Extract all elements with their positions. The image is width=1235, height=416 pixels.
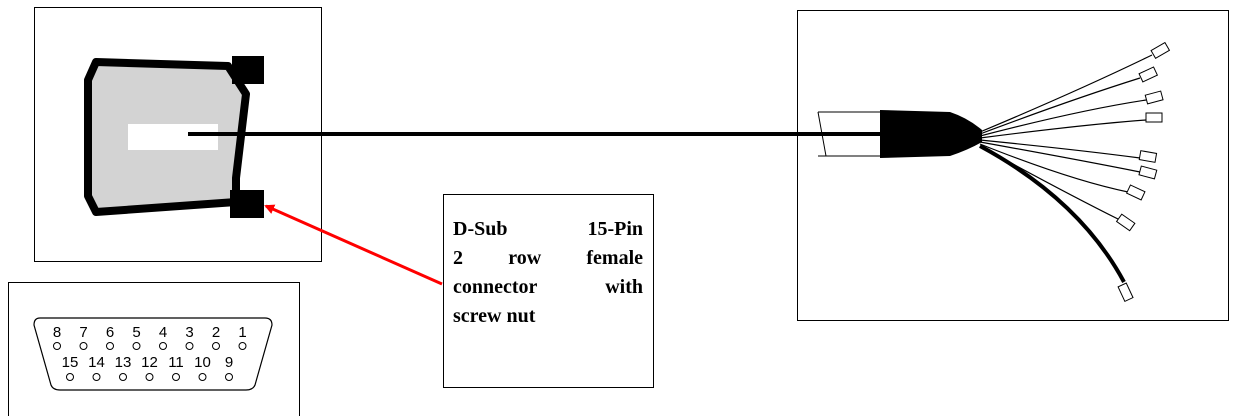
callout-line-2: 2 row female [453, 247, 643, 269]
cable-end-drawing-frame [797, 10, 1229, 321]
callout-line-1: D-Sub 15-Pin [453, 218, 643, 240]
connector-callout-label: D-Sub 15-Pin 2 row female connector with… [443, 194, 654, 388]
pinout-drawing-frame [8, 282, 300, 416]
connector-drawing-frame [34, 7, 322, 262]
callout-line-3: connector with [453, 276, 643, 298]
callout-line-4: screw nut [453, 305, 536, 327]
